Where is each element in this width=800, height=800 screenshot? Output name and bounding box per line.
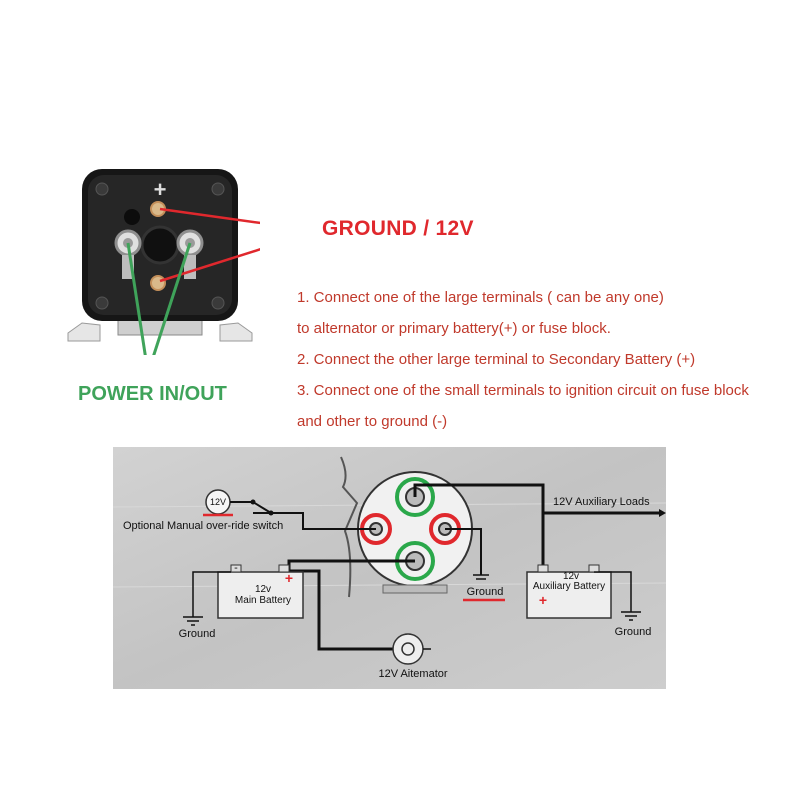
svg-text:-: - [234,562,238,574]
instruction-line: 3. Connect one of the small terminals to… [297,382,749,399]
small-terminal-bottom [150,275,166,291]
plus-mark: + [154,177,167,202]
ground-12v-label: GROUND / 12V [322,217,474,240]
svg-text:Ground: Ground [615,626,652,638]
svg-text:12V: 12V [210,497,226,507]
instruction-line: to alternator or primary battery(+) or f… [297,320,611,337]
svg-text:Ground: Ground [179,628,216,640]
svg-text:12v: 12v [563,571,579,582]
solenoid-photo: + [67,169,260,355]
svg-text:Auxiliary Battery: Auxiliary Battery [533,581,605,592]
svg-text:Ground: Ground [467,586,504,598]
instruction-list: 1. Connect one of the large terminals ( … [297,287,797,442]
instruction-line: and other to ground (-) [297,413,448,430]
wiring-diagram: 12V Optional Manual over-ride switch - +… [113,447,666,689]
svg-text:Main Battery: Main Battery [235,595,291,606]
power-in-out-label: POWER IN/OUT [78,383,227,405]
switch-label: Optional Manual over-ride switch [123,520,283,532]
svg-text:+: + [285,570,293,586]
svg-text:+: + [539,592,547,608]
aux-loads-label: 12V Auxiliary Loads [553,496,650,508]
instruction-line: 2. Connect the other large terminal to S… [297,351,696,368]
instruction-line: 1. Connect one of the large terminals ( … [297,289,664,306]
svg-text:12V Aitemator: 12V Aitemator [378,668,447,680]
svg-text:12v: 12v [255,584,271,595]
